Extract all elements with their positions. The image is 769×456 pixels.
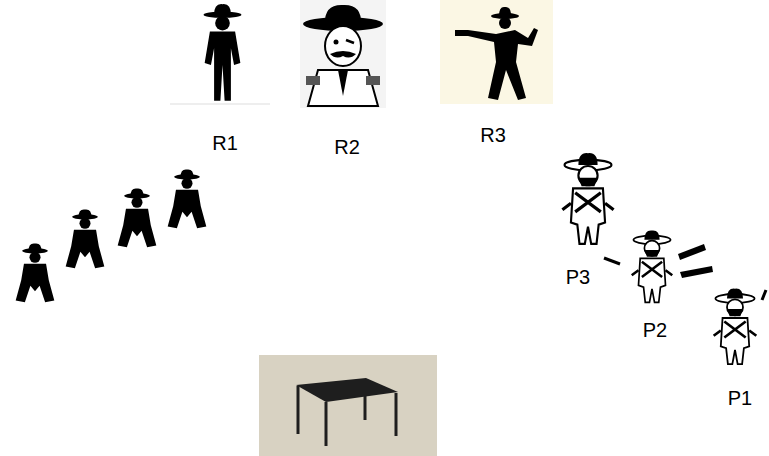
- figure-label: P1: [728, 386, 752, 410]
- figure-label: P3: [566, 265, 590, 289]
- figure-label: R3: [480, 123, 506, 147]
- figure-label: R2: [334, 135, 360, 159]
- figure-label: R1: [212, 131, 238, 155]
- figure-label: P2: [643, 318, 667, 342]
